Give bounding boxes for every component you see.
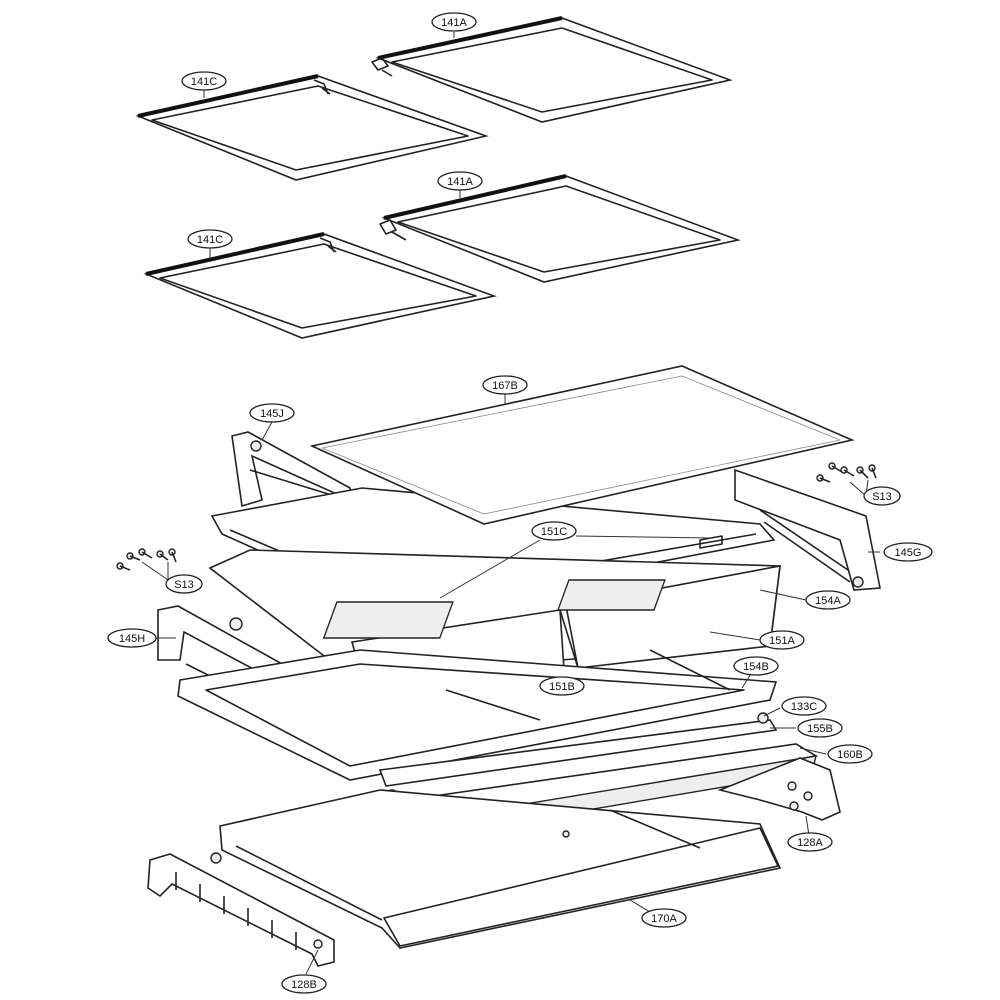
callout-170A: 170A xyxy=(641,908,687,928)
callout-167B: 167B xyxy=(482,375,528,395)
callout-label: S13 xyxy=(174,579,194,591)
callout-label: 145H xyxy=(119,633,145,645)
callout-133C: 133C xyxy=(781,696,827,716)
shelf-141A-middle xyxy=(379,174,741,283)
shelf-141C-middle xyxy=(143,232,497,339)
callout-label: 160B xyxy=(837,749,863,761)
callout-label: S13 xyxy=(872,491,892,503)
callout-154B: 154B xyxy=(733,656,779,676)
callout-label: 151B xyxy=(549,681,575,693)
slide-bracket-128A xyxy=(717,757,841,821)
rail-145G xyxy=(734,468,881,591)
callout-141C-middle: 141C xyxy=(187,229,233,249)
callout-128B: 128B xyxy=(281,974,327,994)
callout-label: 141A xyxy=(441,17,467,29)
callout-label: 141A xyxy=(447,176,473,188)
callout-label: 155B xyxy=(807,723,833,735)
callout-label: 170A xyxy=(651,913,677,925)
callout-151C: 151C xyxy=(531,521,577,541)
callout-S13-right: S13 xyxy=(863,486,901,506)
callout-label: 145G xyxy=(895,547,922,559)
callout-label: 151A xyxy=(769,635,795,647)
callout-151A: 151A xyxy=(759,630,805,650)
callout-label: 145J xyxy=(260,408,284,420)
callout-S13-left: S13 xyxy=(165,574,203,594)
callout-151B: 151B xyxy=(539,676,585,696)
callout-label: 128A xyxy=(797,837,823,849)
screw-set-S13-right xyxy=(816,462,877,483)
callout-145H: 145H xyxy=(107,628,157,648)
callout-label: 141C xyxy=(191,76,217,88)
shelf-141A-top xyxy=(371,16,733,123)
callout-128A: 128A xyxy=(787,832,833,852)
glass-panel-167B xyxy=(309,365,855,525)
callout-label: 133C xyxy=(791,701,817,713)
callout-155B: 155B xyxy=(797,718,843,738)
lower-drawer-170A xyxy=(210,789,782,949)
support-frame-154B xyxy=(177,649,778,781)
callout-label: 167B xyxy=(492,380,518,392)
callout-141A-middle: 141A xyxy=(437,171,483,191)
slide-bracket-128B xyxy=(147,853,335,967)
callout-label: 154B xyxy=(743,661,769,673)
callout-141C-top: 141C xyxy=(181,71,227,91)
callout-145J: 145J xyxy=(249,403,295,423)
callout-label: 151C xyxy=(541,526,567,538)
callout-label: 141C xyxy=(197,234,223,246)
callout-label: 154A xyxy=(815,595,841,607)
callout-160B: 160B xyxy=(827,744,873,764)
shelf-141C-top xyxy=(135,74,489,181)
callout-154A: 154A xyxy=(805,590,851,610)
screw-set-S13-left xyxy=(116,548,177,571)
callout-label: 128B xyxy=(291,979,317,991)
callout-145G: 145G xyxy=(883,542,933,562)
callout-141A-top: 141A xyxy=(431,12,477,32)
